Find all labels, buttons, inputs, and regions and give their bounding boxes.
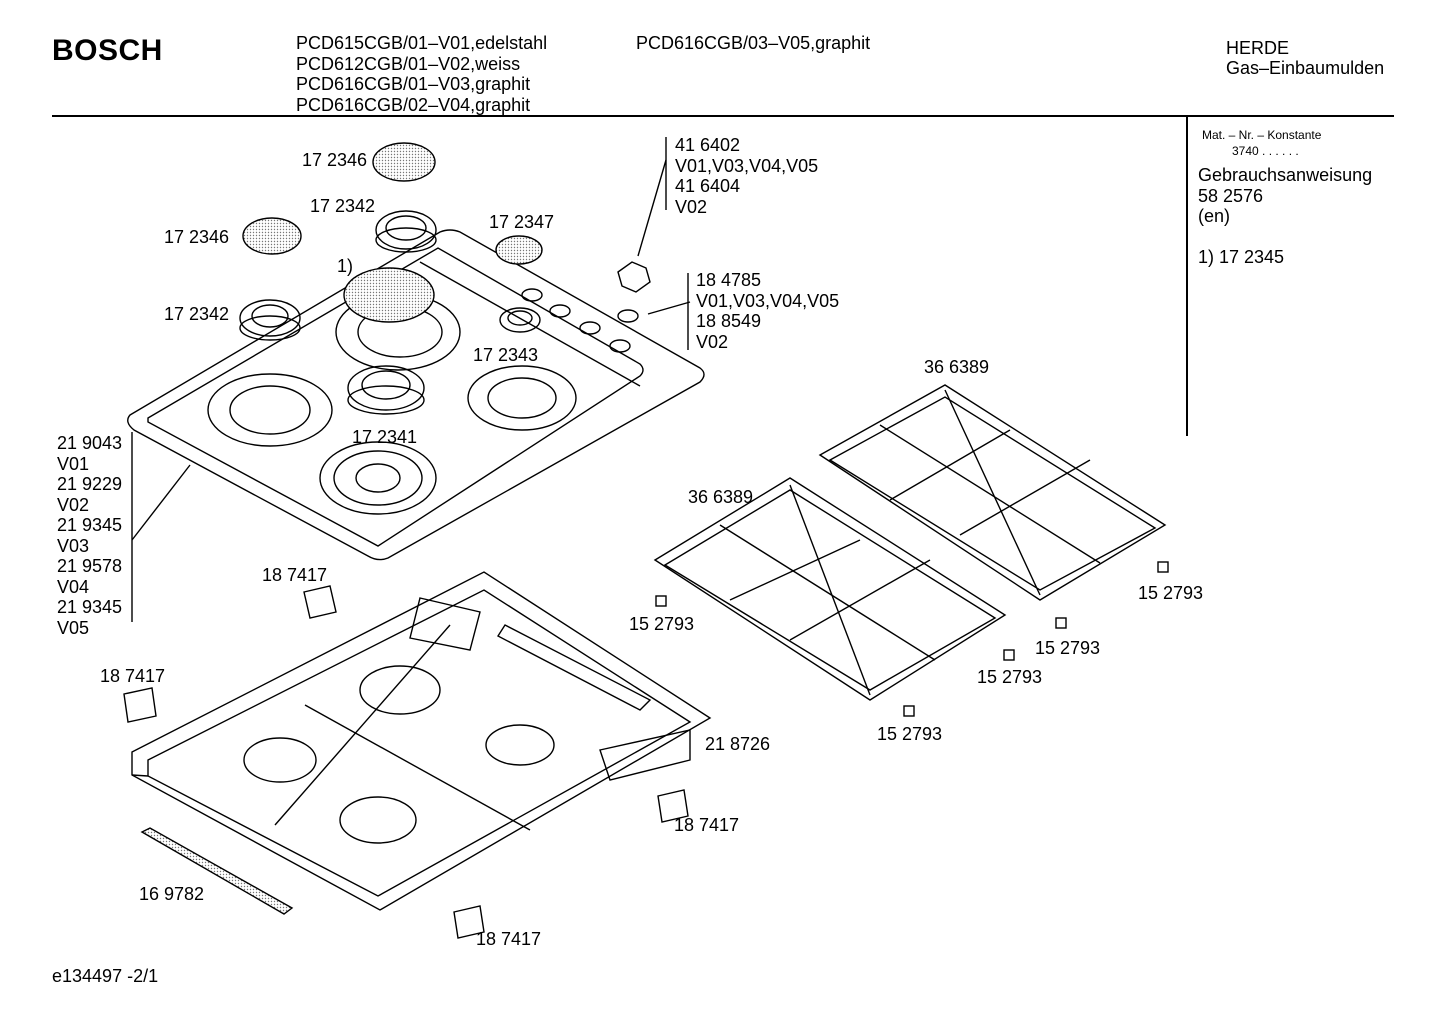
ring-part-line: 18 8549: [696, 311, 762, 331]
part-label-foot: 15 2793: [977, 667, 1043, 687]
sidebar-line: (en): [1198, 206, 1231, 226]
part-label-burner-small: 17 2343: [473, 345, 539, 365]
sidebar-divider: [1186, 117, 1188, 436]
mat-nr-value: 3740 . . . . . .: [1232, 144, 1299, 158]
hob-part-line: 21 9578: [57, 556, 123, 576]
part-label-grate-front: 36 6389: [688, 487, 754, 507]
part-label-cap-left: 17 2346: [164, 227, 230, 247]
part-label-cap-small: 17 2347: [489, 212, 555, 232]
knob-part-line: V02: [675, 196, 708, 217]
knob-holes: [521, 288, 639, 353]
category-title: HERDE: [1226, 38, 1290, 58]
hob-part-line: 21 9229: [57, 474, 123, 494]
burner-seats: [207, 293, 577, 515]
hob-part-line: V01: [57, 453, 90, 474]
sidebar-line: Gebrauchsanweisung: [1198, 165, 1373, 185]
hob-part-line: 21 9345: [57, 515, 123, 535]
part-label-clip: 18 7417: [262, 565, 328, 585]
model-line-second-column: PCD616CGB/03–V05,graphit: [636, 33, 871, 53]
burner-icons: [239, 210, 541, 415]
part-label-burner-top: 17 2342: [310, 196, 376, 216]
grate-front: [653, 477, 1007, 701]
grate-back: [818, 384, 1167, 601]
sidebar-line: 58 2576: [1198, 185, 1264, 206]
knob-part-line: V01,V03,V04,V05: [675, 155, 819, 176]
part-label-foot: 15 2793: [1138, 583, 1204, 603]
hob-part-line: V02: [57, 494, 90, 515]
part-label-seal: 16 9782: [139, 884, 205, 904]
model-line: PCD615CGB/01–V01,edelstahl: [296, 33, 548, 53]
hob-part-line: V03: [57, 535, 90, 556]
part-label-cap-top: 17 2346: [302, 150, 368, 170]
category-subtitle: Gas–Einbaumulden: [1226, 58, 1385, 78]
knob-part-group: 41 6402 V01,V03,V04,V05 41 6404 V02: [675, 135, 818, 217]
part-label-burner-left: 17 2342: [164, 304, 230, 324]
rubber-feet: [655, 561, 1169, 717]
clip-icons: [123, 585, 689, 939]
model-line: PCD616CGB/01–V03,graphit: [296, 74, 531, 94]
knob-part-line: 41 6404: [675, 176, 741, 196]
hob-part-group: 21 9043 V01 21 9229 V02 21 9345 V03 21 9…: [57, 433, 122, 638]
hob-part-line: V05: [57, 617, 90, 638]
category-block: HERDE Gas–Einbaumulden: [1226, 38, 1384, 78]
model-list: PCD615CGB/01–V01,edelstahl PCD612CGB/01–…: [296, 33, 547, 115]
hob-plate: [127, 229, 705, 561]
part-label-frame: 21 8726: [705, 734, 771, 754]
hob-part-line: V04: [57, 576, 90, 597]
hob-part-line: 21 9345: [57, 597, 123, 617]
sidebar-line: 1) 17 2345: [1198, 247, 1285, 267]
ring-part-line: 18 4785: [696, 270, 762, 290]
part-label-foot: 15 2793: [1035, 638, 1101, 658]
brand-logo: BOSCH: [52, 34, 163, 67]
seal-strip: [140, 827, 294, 915]
knob-part-line: 41 6402: [675, 135, 741, 155]
model-line: PCD616CGB/02–V04,graphit: [296, 94, 531, 115]
model-line: PCD612CGB/01–V02,weiss: [296, 53, 521, 74]
ring-part-line: V02: [696, 331, 729, 352]
base-frame: [131, 571, 712, 911]
ring-part-line: V01,V03,V04,V05: [696, 290, 840, 311]
hob-part-line: 21 9043: [57, 433, 123, 453]
sidebar-notes: Gebrauchsanweisung 58 2576 (en) 1) 17 23…: [1198, 165, 1372, 268]
header-divider: [52, 115, 1394, 117]
part-label-grate-back: 36 6389: [924, 357, 990, 377]
ring-part-group: 18 4785 V01,V03,V04,V05 18 8549 V02: [696, 270, 839, 352]
mat-nr-label: Mat. – Nr. – Konstante: [1202, 128, 1322, 142]
note-marker: 1): [337, 256, 354, 276]
knob-icon: [617, 159, 691, 315]
part-label-foot: 15 2793: [877, 724, 943, 744]
part-label-burner-large: 17 2341: [352, 427, 418, 447]
part-label-clip: 18 7417: [476, 929, 542, 949]
burner-caps: [242, 142, 543, 323]
part-label-foot: 15 2793: [629, 614, 695, 634]
document-code: e134497 -2/1: [52, 966, 159, 986]
part-label-clip: 18 7417: [100, 666, 166, 686]
part-label-clip: 18 7417: [674, 815, 740, 835]
